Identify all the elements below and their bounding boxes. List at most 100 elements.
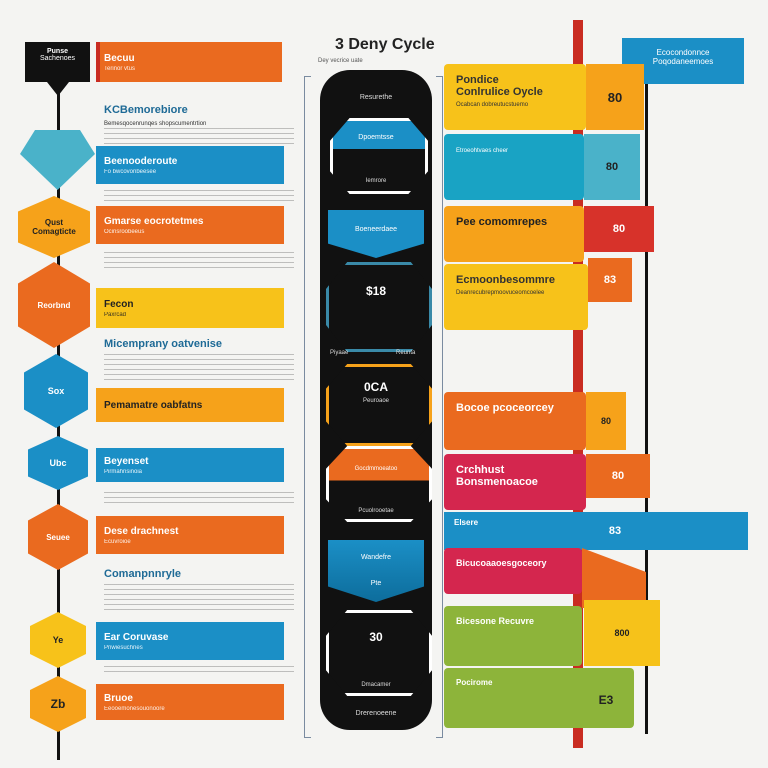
hex-6-label: Seuee — [46, 532, 70, 542]
heading-2: Micemprany oatvenise — [104, 338, 222, 350]
center-item-4: Piyaae — [330, 350, 349, 356]
card-2-tab: 80 — [584, 134, 640, 200]
hex-5-label: Ubc — [49, 458, 67, 468]
para-1: Bemesqocenrunqes shopscumentrtion — [104, 121, 207, 127]
right-timeline — [645, 84, 648, 734]
band-top-sub: Terinor vtus — [104, 65, 136, 72]
cycle-node-icon — [326, 446, 432, 522]
hex-3-label: Reorbnd — [37, 300, 71, 310]
badge-line1: Punse — [46, 48, 68, 55]
center-top-label: Resurethe — [359, 94, 393, 101]
banner-line1: Ecocondonnce — [656, 48, 710, 57]
center-item-8-sub: Dmacamer — [361, 682, 391, 688]
band-9: Bruoe Eeooemonesouonoore — [96, 684, 284, 720]
para-5 — [104, 492, 294, 506]
cycle-node-icon — [330, 118, 428, 194]
card-10-tab: E3 — [598, 693, 614, 707]
banner-line2: Poqodaneemoes — [652, 57, 714, 66]
band-top-title: Becuu — [104, 52, 135, 64]
band-7: Dese drachnest Ecuvroioe — [96, 516, 284, 554]
band-6-title: Beyenset — [104, 455, 149, 467]
center-item-3: $18 — [365, 284, 387, 298]
right-card-4: Ecmoonbesommre Deanrecubrepmoovuceomcoel… — [444, 264, 588, 330]
center-item-7-sub: Pte — [370, 580, 382, 587]
hex-8-label: Zb — [50, 697, 66, 711]
hex-3: Reorbnd — [18, 262, 90, 348]
card-1-title2: Conlrulice Oycle — [456, 86, 543, 98]
band-5: Pemamatre oabfatns — [96, 388, 284, 422]
card-6-title: Crchhust Bonsmenoacoe — [456, 464, 538, 488]
hex-8: Zb — [30, 676, 86, 732]
hex-7: Ye — [30, 612, 86, 668]
card-8-fold — [582, 548, 646, 608]
card-5-tab: 80 — [586, 392, 626, 450]
center-capsule: Resurethe Dpoemtsse Iemrore Boeneerdaee … — [320, 70, 432, 730]
blue-arrow-icon — [20, 130, 95, 190]
right-card-10: Pocirome — [444, 668, 634, 728]
para-6 — [104, 584, 294, 610]
band-9-title: Bruoe — [104, 692, 133, 704]
band-8: Ear Coruvase Pnwiesuchnes — [96, 622, 284, 660]
center-item-5: 0CA — [363, 380, 388, 394]
card-9-tab: 800 — [584, 600, 660, 666]
band-3-title: Gmarse eocrotetmes — [104, 215, 204, 227]
hex-4-label: Sox — [47, 386, 65, 396]
hex-7-label: Ye — [52, 635, 64, 645]
right-card-7: Elsere — [444, 512, 748, 550]
band-8-title: Ear Coruvase — [104, 631, 169, 643]
hex-2-line1: Qust — [44, 218, 64, 227]
band-2-title: Beenooderoute — [104, 155, 178, 167]
card-4-tab: 83 — [588, 258, 632, 302]
center-item-1: Dpoemtsse — [358, 134, 394, 141]
card-4-title: Ecmoonbesommre — [456, 274, 556, 286]
card-5-title: Bocoe pcoceorcey — [456, 402, 554, 414]
center-item-1-sub: Iemrore — [365, 178, 387, 184]
para-4 — [104, 354, 294, 380]
page-subtitle: Dey vecrice uate — [318, 58, 363, 64]
band-top-accent — [96, 42, 100, 82]
right-card-3: Pee comomrepes — [444, 206, 584, 262]
band-3: Gmarse eocrotetmes Ocinsroobeeus — [96, 206, 284, 244]
card-1-text: Ocabcan dobreutucstuemo — [456, 102, 529, 108]
card-7-tab: 83 — [608, 525, 622, 537]
center-item-6: Gocdmmoeatoo — [354, 466, 398, 472]
hex-4: Sox — [24, 354, 88, 428]
center-item-7-bg — [328, 540, 424, 602]
band-4: Fecon Paxrcad — [96, 288, 284, 328]
cycle-node-icon — [326, 262, 432, 352]
badge-pointer-icon — [47, 82, 69, 96]
para-3 — [104, 252, 294, 270]
band-6-sub: Pirmahnsinoia — [104, 468, 143, 475]
para-2 — [104, 190, 294, 204]
center-item-2: Boeneerdaee — [354, 226, 398, 233]
center-bracket-left — [304, 76, 311, 738]
para-7 — [104, 666, 294, 676]
band-5-title: Pemamatre oabfatns — [104, 399, 203, 411]
band-top: Becuu Terinor vtus — [96, 42, 282, 82]
card-3-tab: 80 — [584, 206, 654, 252]
band-2-sub: Fo bwcovonbeesee — [104, 168, 157, 175]
center-item-4-sub: Reunta — [396, 350, 416, 356]
card-3-title: Pee comomrepes — [456, 216, 548, 228]
right-card-5: Bocoe pcoceorcey — [444, 392, 586, 450]
card-8-title: Bicucoaaoesgoceory — [456, 558, 547, 568]
center-bottom-label: Drerenoeene — [355, 710, 397, 717]
para-1b — [104, 128, 294, 146]
center-item-7: Wandefre — [360, 554, 392, 561]
center-item-8: 30 — [369, 630, 383, 644]
right-card-6: Crchhust Bonsmenoacoe — [444, 454, 586, 510]
right-banner: Ecocondonnce Poqodaneemoes — [622, 38, 744, 84]
center-item-5-sub: Peuroaoe — [362, 398, 390, 404]
right-card-8: Bicucoaaoesgoceory — [444, 548, 582, 594]
card-9-title: Bicesone Recuvre — [456, 616, 535, 626]
badge-line2: Sachenoes — [39, 55, 76, 62]
card-10-title: Pocirome — [456, 678, 493, 687]
center-item-6-sub: Pcuolrooetae — [358, 508, 394, 514]
band-7-title: Dese drachnest — [104, 525, 179, 537]
band-7-sub: Ecuvroioe — [104, 538, 131, 545]
right-card-1: Pondice Conlrulice Oycle Ocabcan dobreut… — [444, 64, 586, 130]
band-8-sub: Pnwiesuchnes — [104, 644, 143, 651]
hex-2: Qust Comagticte — [18, 196, 90, 258]
band-9-sub: Eeooemonesouonoore — [104, 705, 165, 712]
right-card-9: Bicesone Recuvre — [444, 606, 582, 666]
